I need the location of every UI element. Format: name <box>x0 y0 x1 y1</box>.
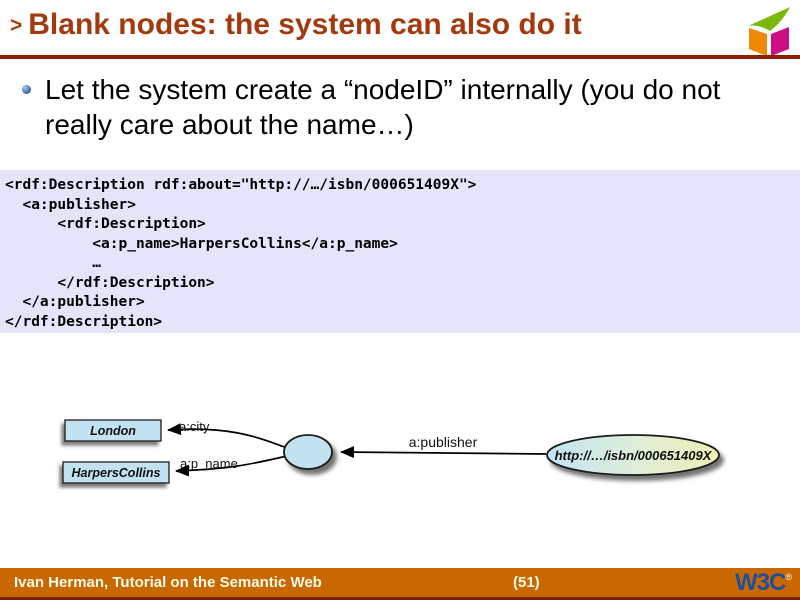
bullet-item: Let the system create a “nodeID” interna… <box>20 72 760 142</box>
london-node-box <box>64 419 162 442</box>
rdf-xml-code: <rdf:Description rdf:about="http://…/isb… <box>5 177 477 330</box>
london-node-label: London <box>90 424 136 438</box>
w3c-logo-text: W3C <box>735 569 786 596</box>
bullet-dot-icon <box>22 85 31 94</box>
cube-logo-icon <box>748 7 790 56</box>
harperscollins-node-label: HarpersCollins <box>72 466 161 480</box>
edge-label-pname: a:p_name <box>180 456 238 471</box>
title-marker: > <box>10 14 23 37</box>
edge-label-city: a:city <box>179 419 210 434</box>
w3c-logo-reg: ® <box>785 572 792 582</box>
code-block: <rdf:Description rdf:about="http://…/isb… <box>0 170 800 333</box>
title-underline <box>0 55 800 59</box>
isbn-node-label: http://…/isbn/000651409X <box>555 448 713 463</box>
bullet-text: Let the system create a “nodeID” interna… <box>45 74 721 140</box>
footer-author: Ivan Herman, Tutorial on the Semantic We… <box>14 574 322 591</box>
edge-city-arrow <box>167 423 288 449</box>
footer-page-number: (51) <box>513 574 540 591</box>
cube-orange-face <box>749 28 767 56</box>
blank-node-ellipse <box>283 434 333 470</box>
w3c-logo: W3C® <box>735 569 792 597</box>
cube-magenta-face <box>771 27 789 56</box>
title-text: Blank nodes: the system can also do it <box>28 8 582 41</box>
isbn-node-ellipse <box>546 434 720 476</box>
harperscollins-node-box <box>62 461 170 484</box>
edge-label-publisher: a:publisher <box>409 434 478 450</box>
footer-bar: Ivan Herman, Tutorial on the Semantic We… <box>0 568 800 600</box>
cube-green-leaf <box>748 7 790 31</box>
rdf-graph-diagram: a:city a:p_name a:publisher London Harpe… <box>62 419 720 484</box>
page-title: >Blank nodes: the system can also do it <box>10 8 730 42</box>
edge-publisher-arrow <box>340 446 547 459</box>
edge-pname-arrow <box>175 455 288 477</box>
